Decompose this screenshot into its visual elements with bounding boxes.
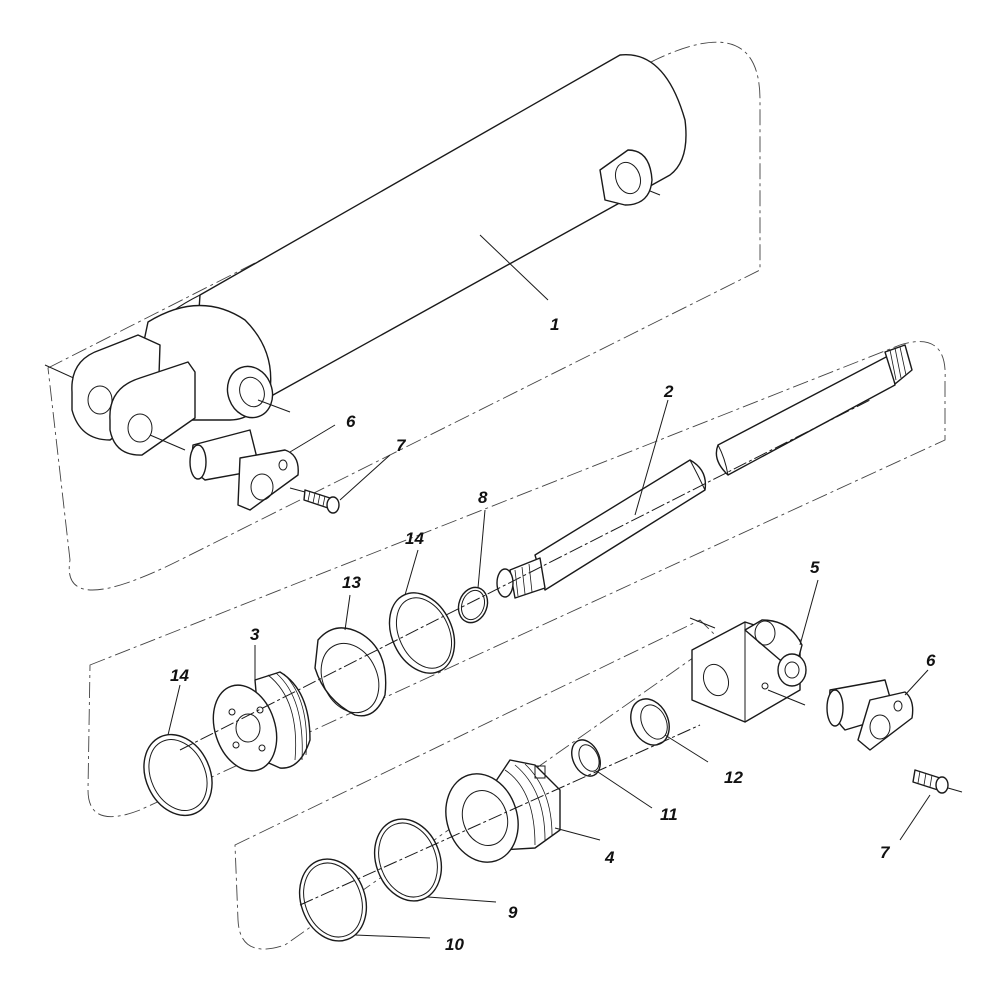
gland-part: [445, 759, 601, 863]
callout-1: 1: [550, 315, 559, 334]
piston-seal-part: [314, 594, 387, 717]
rod-group-outline: [87, 341, 946, 818]
callout-7-upper: 7: [396, 436, 407, 455]
callout-8: 8: [478, 488, 488, 507]
callout-3: 3: [250, 625, 260, 644]
callout-14-lower: 14: [170, 666, 189, 685]
screw-lower-part: [899, 769, 963, 841]
wiper-part: [630, 698, 709, 763]
callout-6-upper: 6: [346, 412, 356, 431]
head-axis-line: [299, 724, 701, 906]
barrel-group-outline: [47, 41, 761, 591]
pin-lower-part: [826, 669, 929, 751]
callout-6-lower: 6: [926, 651, 936, 670]
pin-upper-part: [189, 424, 336, 511]
callout-10: 10: [445, 935, 464, 954]
screw-upper-part: [289, 454, 391, 514]
rod-seal-part: [571, 739, 653, 809]
head-o-ring-part: [373, 818, 497, 903]
callout-13: 13: [342, 573, 361, 592]
callout-2: 2: [663, 382, 674, 401]
backup-ring-part: [298, 858, 431, 942]
callout-12: 12: [724, 768, 743, 787]
rod-clevis-part: [689, 579, 819, 723]
callout-4: 4: [604, 848, 615, 867]
callout-7-lower: 7: [880, 843, 891, 862]
rod-axis-line: [179, 399, 871, 751]
callout-14-upper: 14: [405, 529, 424, 548]
o-ring-part: [457, 509, 489, 624]
wear-ring-lower-part: [143, 684, 213, 817]
piston-part: [212, 645, 311, 772]
callout-5: 5: [810, 558, 820, 577]
callout-9: 9: [508, 903, 518, 922]
barrel-part: [44, 54, 687, 456]
piston-rod-part: [496, 344, 913, 599]
callout-11: 11: [660, 805, 678, 824]
wear-ring-upper-part: [388, 549, 456, 674]
